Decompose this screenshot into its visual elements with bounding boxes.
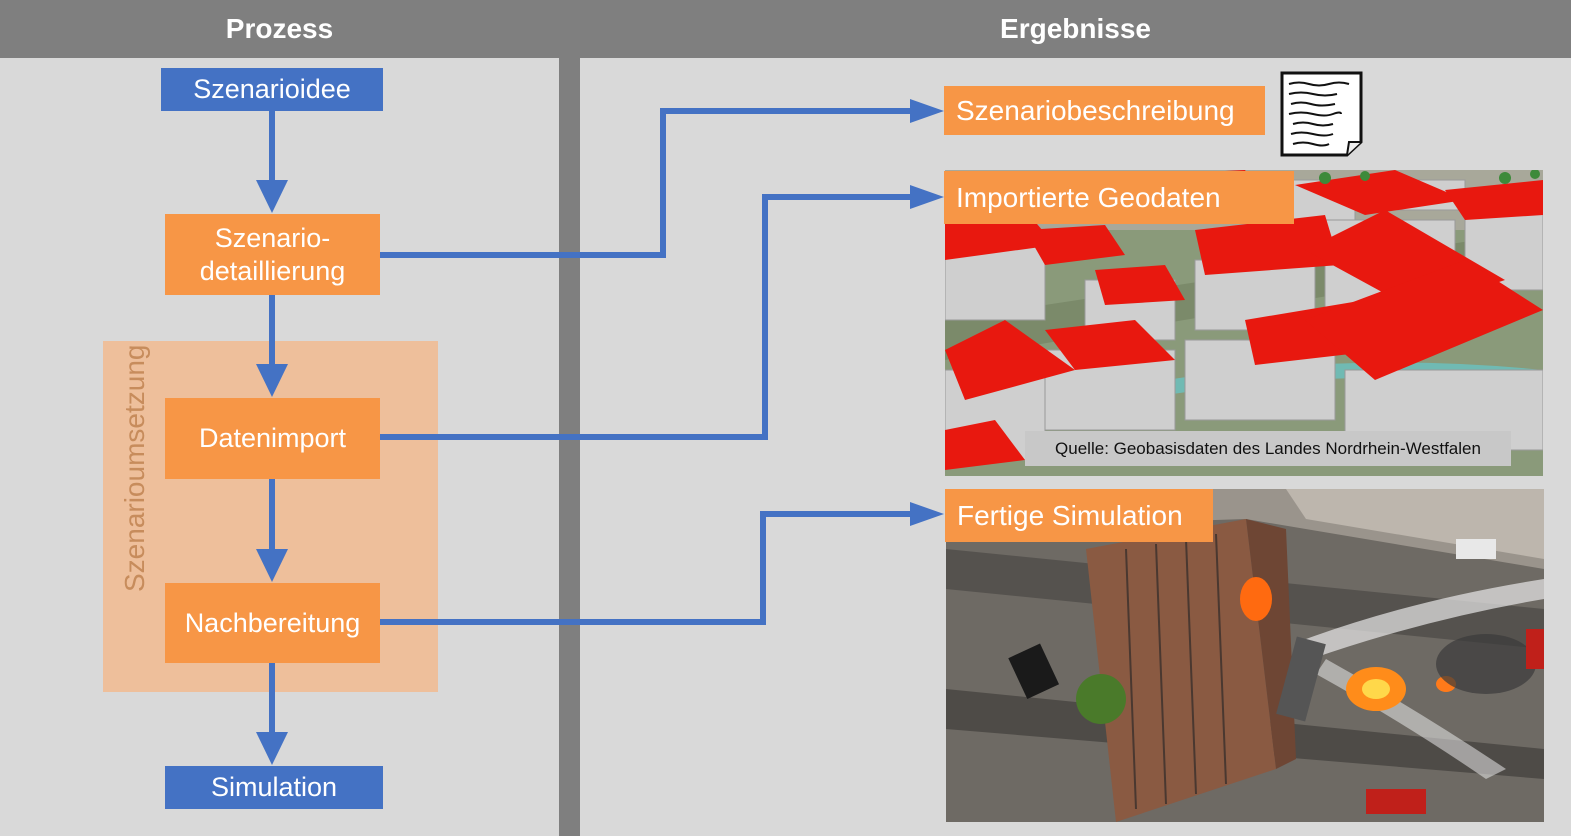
step-szenario-detaillierung: Szenario- detaillierung <box>165 214 380 295</box>
document-icon <box>1280 71 1363 157</box>
city-3d-render-image <box>945 170 1543 476</box>
fire-simulation-image <box>946 489 1544 822</box>
step-simulation: Simulation <box>165 766 383 809</box>
column-divider <box>559 0 580 836</box>
step-datenimport: Datenimport <box>165 398 380 479</box>
step-nachbereitung: Nachbereitung <box>165 583 380 663</box>
result-szenariobeschreibung: Szenariobeschreibung <box>944 86 1265 135</box>
image-source-caption: Quelle: Geobasisdaten des Landes Nordrhe… <box>1025 431 1511 466</box>
header-prozess: Prozess <box>0 0 559 58</box>
result-fertige-simulation: Fertige Simulation <box>945 489 1213 542</box>
step-szenarioidee: Szenarioidee <box>161 68 383 111</box>
header-ergebnisse: Ergebnisse <box>580 0 1571 58</box>
result-importierte-geodaten: Importierte Geodaten <box>944 171 1294 224</box>
